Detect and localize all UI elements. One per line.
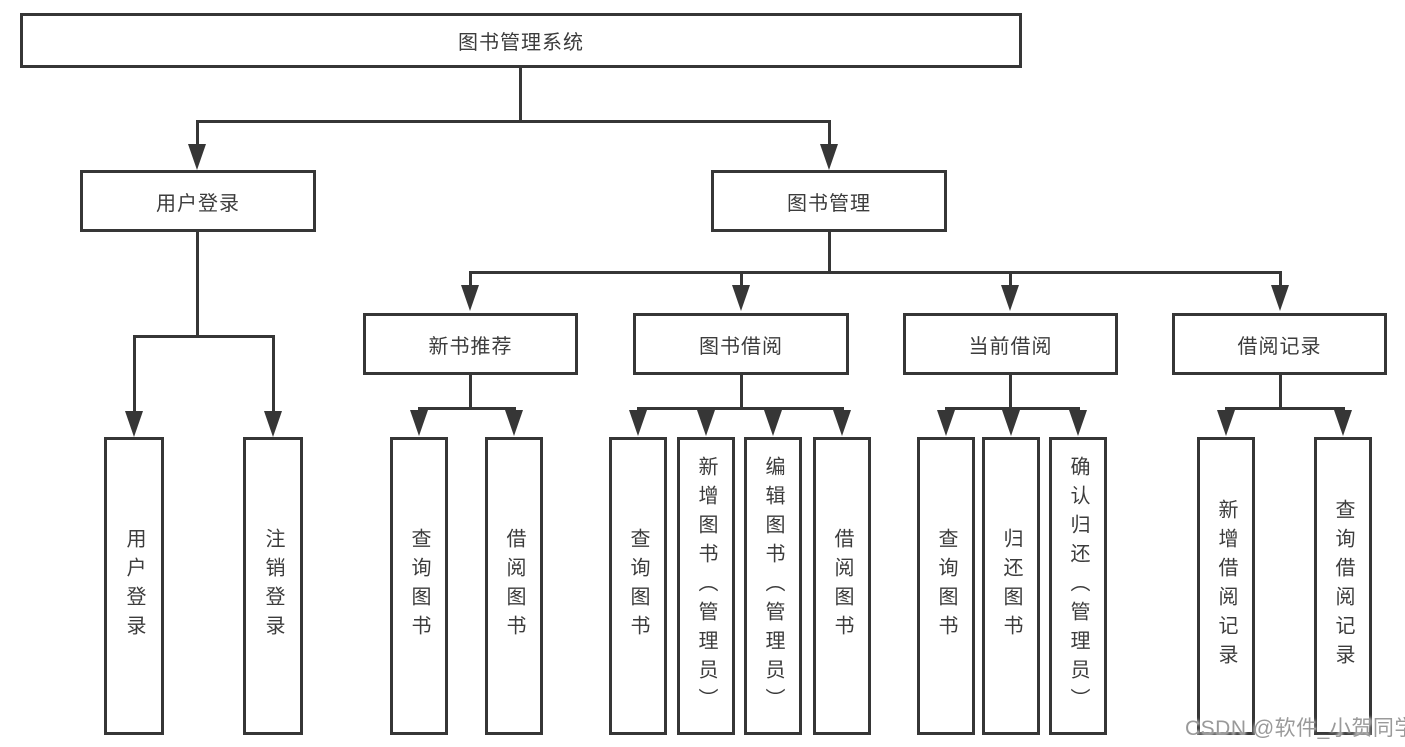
arrowhead-icon bbox=[505, 410, 523, 436]
connector-line bbox=[1009, 271, 1012, 287]
node-book-management-branch: 图书管理 bbox=[711, 170, 947, 232]
arrowhead-icon bbox=[764, 410, 782, 436]
connector-line bbox=[469, 271, 1282, 274]
arrowhead-icon bbox=[410, 410, 428, 436]
node-current-borrowing: 当前借阅 bbox=[903, 313, 1118, 375]
arrowhead-icon bbox=[125, 411, 143, 437]
connector-line bbox=[740, 375, 743, 409]
arrowhead-icon bbox=[1001, 285, 1019, 311]
connector-line bbox=[637, 407, 844, 410]
node-new-book-recommendation: 新书推荐 bbox=[363, 313, 578, 375]
leaf-rec-borrow-books: 借阅图书 bbox=[485, 437, 543, 735]
connector-line bbox=[519, 67, 522, 120]
connector-line bbox=[1279, 271, 1282, 287]
leaf-current-return-books: 归还图书 bbox=[982, 437, 1040, 735]
node-book-borrowing: 图书借阅 bbox=[633, 313, 849, 375]
connector-line bbox=[828, 120, 831, 146]
node-root-library-management-system: 图书管理系统 bbox=[20, 13, 1022, 68]
connector-line bbox=[418, 407, 516, 410]
connector-line bbox=[828, 232, 831, 273]
leaf-rec-query-books: 查询图书 bbox=[390, 437, 448, 735]
leaf-borrow-add-books-admin: 新增图书（管理员） bbox=[677, 437, 735, 735]
arrowhead-icon bbox=[697, 410, 715, 436]
connector-line bbox=[740, 271, 743, 287]
connector-line bbox=[196, 120, 831, 123]
arrowhead-icon bbox=[1069, 410, 1087, 436]
node-user-login-branch: 用户登录 bbox=[80, 170, 316, 232]
connector-line bbox=[945, 407, 1080, 410]
arrowhead-icon bbox=[732, 285, 750, 311]
connector-line bbox=[469, 271, 472, 287]
connector-line bbox=[133, 335, 275, 338]
leaf-borrow-edit-books-admin: 编辑图书（管理员） bbox=[744, 437, 802, 735]
connector-line bbox=[1009, 375, 1012, 409]
leaf-logout: 注销登录 bbox=[243, 437, 303, 735]
connector-line bbox=[196, 120, 199, 146]
arrowhead-icon bbox=[833, 410, 851, 436]
arrowhead-icon bbox=[820, 144, 838, 170]
arrowhead-icon bbox=[629, 410, 647, 436]
connector-line bbox=[469, 375, 472, 409]
leaf-user-login: 用户登录 bbox=[104, 437, 164, 735]
leaf-current-query-books: 查询图书 bbox=[917, 437, 975, 735]
arrowhead-icon bbox=[937, 410, 955, 436]
arrowhead-icon bbox=[1271, 285, 1289, 311]
leaf-borrow-borrow-books: 借阅图书 bbox=[813, 437, 871, 735]
arrowhead-icon bbox=[1334, 410, 1352, 436]
arrowhead-icon bbox=[1002, 410, 1020, 436]
csdn-watermark: CSDN @软件_小贺同学 bbox=[1185, 717, 1405, 740]
connector-line bbox=[133, 335, 136, 413]
leaf-borrow-query-books: 查询图书 bbox=[609, 437, 667, 735]
arrowhead-icon bbox=[461, 285, 479, 311]
arrowhead-icon bbox=[1217, 410, 1235, 436]
arrowhead-icon bbox=[264, 411, 282, 437]
node-borrowing-records: 借阅记录 bbox=[1172, 313, 1387, 375]
leaf-records-query-record: 查询借阅记录 bbox=[1314, 437, 1372, 735]
connector-line bbox=[1225, 407, 1345, 410]
connector-line bbox=[196, 232, 199, 336]
leaf-records-add-record: 新增借阅记录 bbox=[1197, 437, 1255, 735]
leaf-current-confirm-return-admin: 确认归还（管理员） bbox=[1049, 437, 1107, 735]
connector-line bbox=[272, 335, 275, 413]
connector-line bbox=[1279, 375, 1282, 409]
arrowhead-icon bbox=[188, 144, 206, 170]
